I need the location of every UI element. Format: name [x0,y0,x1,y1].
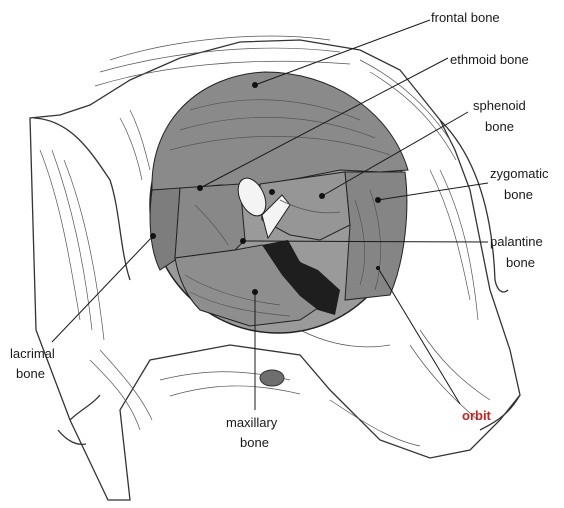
label-palantine-line1: palantine [490,234,543,249]
leader-orbit [378,268,460,404]
dot-zygomatic [375,197,381,203]
label-ethmoid-bone: ethmoid bone [450,52,529,67]
label-zygomatic-line1: zygomatic [490,166,549,181]
label-maxillary-line1: maxillary [226,415,278,430]
dot-lacrimal [150,233,156,239]
label-orbit: orbit [462,408,492,423]
dot-sphenoid-left [269,189,275,195]
label-zygomatic-line2: bone [504,187,533,202]
label-sphenoid-line1: sphenoid [473,98,526,113]
dot-orbit [376,266,380,270]
label-lacrimal-line2: bone [16,366,45,381]
label-lacrimal-line1: lacrimal [10,346,55,361]
dot-ethmoid [197,185,203,191]
dot-palantine [240,238,246,244]
label-maxillary-line2: bone [240,435,269,450]
orbit-cavity [150,72,408,333]
skull-orbit-illustration [30,36,520,500]
dot-frontal [252,82,258,88]
dot-maxillary [252,289,258,295]
label-sphenoid-line2: bone [485,119,514,134]
label-palantine-line2: bone [506,255,535,270]
dot-sphenoid [319,193,325,199]
label-frontal-bone: frontal bone [431,10,500,25]
